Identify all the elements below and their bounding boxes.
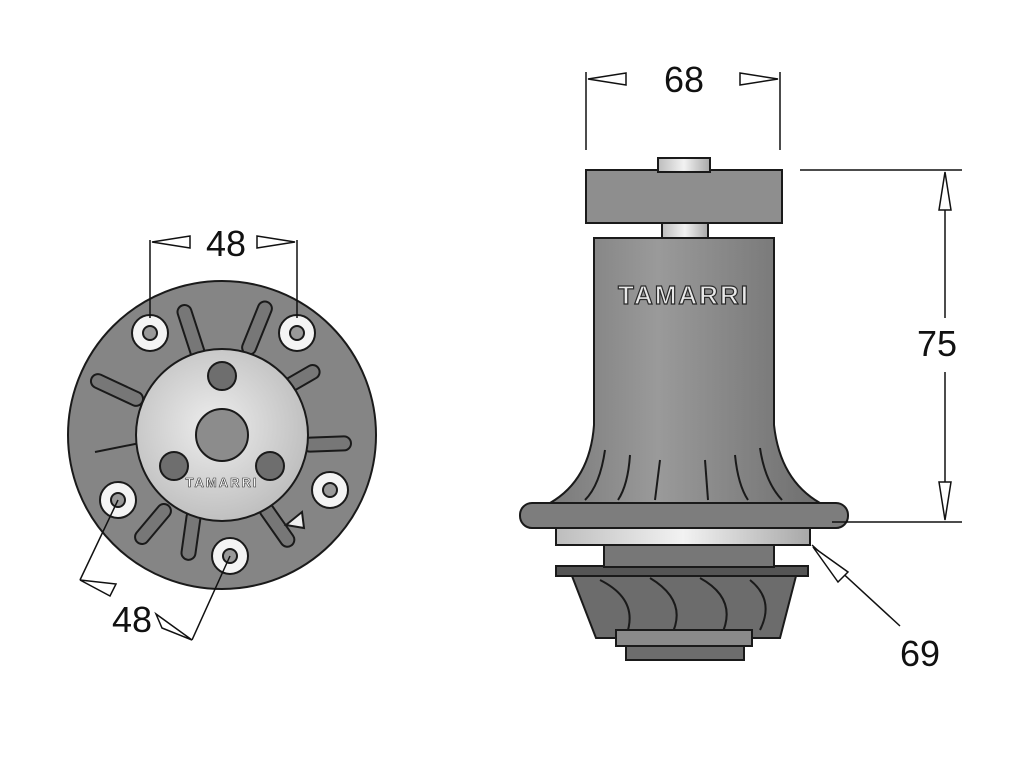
shaft-collar [603,544,775,568]
dimension-top [149,235,298,318]
dimension-bottom-label: 48 [112,599,152,640]
dimension-diameter [811,544,901,627]
flange-notch [94,442,141,453]
pump-body [546,237,824,504]
front-view: TAMARRI 48 48 [67,223,377,641]
body-ribs [584,447,783,501]
shaft-tip [657,157,711,173]
dimension-bottom [79,499,231,641]
dimension-height-label: 75 [917,323,957,364]
side-view: TAMARRI 68 75 69 [519,59,962,674]
shaft [661,221,709,239]
flange-tab [283,510,306,530]
hub-studs [159,361,285,481]
seal-ring [555,526,811,546]
dimension-width-label: 68 [664,59,704,100]
dimension-height [800,169,962,523]
dimension-width [585,72,781,150]
shaft-hole [195,408,249,462]
dimension-top-label: 48 [206,223,246,264]
pulley-hub [585,169,783,224]
mounting-flange [519,502,849,529]
side-brand-label: TAMARRI [618,280,750,310]
front-brand-label: TAMARRI [186,475,259,490]
impeller [555,565,809,661]
dimension-diameter-label: 69 [900,633,940,674]
